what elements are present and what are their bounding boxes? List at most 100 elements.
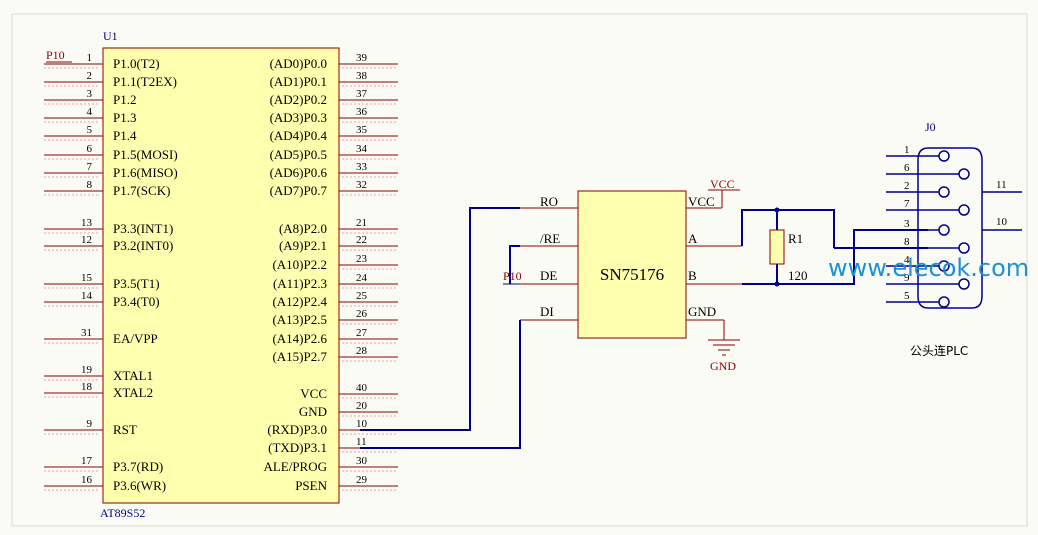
wire-a-top xyxy=(741,209,835,248)
mcu-part: AT89S52 xyxy=(100,506,145,520)
tx-pin-a: A xyxy=(688,231,698,246)
mcu-right-pin-label: (AD4)P0.4 xyxy=(270,128,328,143)
mcu-right-pin-label: (A10)P2.2 xyxy=(272,257,327,272)
resistor-r1[interactable] xyxy=(769,229,785,265)
mcu-left-pin-number: 15 xyxy=(81,272,93,284)
connector-pin-number: 8 xyxy=(904,236,910,248)
mcu-right-pin-number: 25 xyxy=(356,290,368,302)
mcu-right-pin-number: 34 xyxy=(356,143,368,155)
mcu-left-pin-number: 8 xyxy=(87,179,93,191)
mcu-left-pin-number: 1 xyxy=(87,52,93,64)
mcu-left-pin-label: P1.5(MOSI) xyxy=(113,147,178,162)
mcu-right-pin-number: 37 xyxy=(356,88,368,100)
mcu-right-pin-label: PSEN xyxy=(295,478,327,493)
mcu-right-pin-label: (AD0)P0.0 xyxy=(270,56,327,71)
transceiver-net-p10-label: P10 xyxy=(503,269,522,283)
mcu-right-pin-number: 27 xyxy=(356,327,368,339)
connector-pin-number: 4 xyxy=(904,254,910,266)
junction-a xyxy=(774,207,780,213)
connector-pin-number: 1 xyxy=(904,144,910,156)
tx-pin-de: DE xyxy=(540,268,557,283)
resistor-ref: R1 xyxy=(788,231,803,246)
mcu-right-pins: 39(AD0)P0.038(AD1)P0.137(AD2)P0.236(AD3)… xyxy=(263,52,398,493)
gnd-label: GND xyxy=(710,359,736,373)
vcc-label: VCC xyxy=(710,177,735,191)
mcu-right-pin-label: (A9)P2.1 xyxy=(279,238,327,253)
wires-uart xyxy=(360,207,521,449)
mcu-left-pin-label: P1.1(T2EX) xyxy=(113,74,177,89)
transceiver-left-pins: RO /RE DE DI xyxy=(520,194,578,321)
wire-txd-di xyxy=(360,320,521,449)
mcu-right-pin-number: 11 xyxy=(356,436,367,448)
mcu-right-pin-number: 20 xyxy=(356,400,368,412)
mcu-right-pin-label: GND xyxy=(299,404,327,419)
mcu-right-pin-label: (AD3)P0.3 xyxy=(270,110,327,125)
mcu-left-pin-number: 9 xyxy=(87,418,93,430)
transceiver-right-pins: VCC A B GND xyxy=(686,194,742,321)
mcu-right-pin-number: 30 xyxy=(356,455,368,467)
mcu-right-pin-label: (AD5)P0.5 xyxy=(270,147,327,162)
mcu-right-pin-number: 23 xyxy=(356,253,368,265)
mcu-right-pin-number: 26 xyxy=(356,308,368,320)
transceiver-body[interactable] xyxy=(577,190,687,339)
mcu-right-pin-label: (AD1)P0.1 xyxy=(270,74,327,89)
connector-pin-socket xyxy=(938,150,950,162)
mcu-left-pin-label: P1.4 xyxy=(113,128,137,143)
mcu-right-pin-number: 24 xyxy=(356,272,368,284)
mcu-left-pin-number: 18 xyxy=(81,381,93,393)
mcu-left-pin-number: 19 xyxy=(81,364,93,376)
mcu-left-pin-label: P1.2 xyxy=(113,92,136,107)
connector-pin-socket xyxy=(938,224,950,236)
tx-pin-vcc: VCC xyxy=(688,194,715,209)
mcu-right-pin-number: 40 xyxy=(356,382,368,394)
mcu-left-pin-label: P1.0(T2) xyxy=(113,56,160,71)
resistor-value: 120 xyxy=(788,268,808,283)
mcu-right-pin-label: (TXD)P3.1 xyxy=(268,440,327,455)
connector-pin-11: 11 xyxy=(996,179,1007,191)
mcu-left-pin-label: P1.7(SCK) xyxy=(113,183,170,198)
connector-pin-number: 2 xyxy=(904,180,910,192)
mcu-right-pin-label: (AD6)P0.6 xyxy=(270,165,328,180)
mcu-left-pin-label: P3.2(INT0) xyxy=(113,238,173,253)
connector-pin-number: 9 xyxy=(904,272,910,284)
mcu-left-pin-label: P3.4(T0) xyxy=(113,294,160,309)
mcu-right-pin-number: 22 xyxy=(356,234,367,246)
tx-pin-di: DI xyxy=(540,304,554,319)
transceiver-name: SN75176 xyxy=(600,265,664,284)
mcu-left-pin-label: XTAL1 xyxy=(113,368,153,383)
connector-pin-number: 7 xyxy=(904,198,910,210)
tx-pin-gnd: GND xyxy=(688,304,716,319)
mcu-left-pin-number: 4 xyxy=(87,106,93,118)
mcu-right-pin-label: (A15)P2.7 xyxy=(272,349,327,364)
mcu-body[interactable] xyxy=(102,47,340,504)
mcu-right-pin-label: VCC xyxy=(300,386,327,401)
mcu-left-pin-number: 6 xyxy=(87,143,93,155)
tx-pin-ro: RO xyxy=(540,194,558,209)
mcu-left-pin-number: 12 xyxy=(81,234,92,246)
mcu-right-pin-number: 33 xyxy=(356,161,368,173)
connector-pin-socket xyxy=(938,260,950,272)
junction-b xyxy=(774,281,780,287)
mcu-right-pin-label: (A8)P2.0 xyxy=(279,221,327,236)
mcu-left-pin-number: 16 xyxy=(81,474,93,486)
mcu-right-pin-number: 28 xyxy=(356,345,368,357)
mcu-right-pin-number: 32 xyxy=(356,179,367,191)
wire-re-de xyxy=(509,245,520,284)
tx-pin-b: B xyxy=(688,268,697,283)
connector-caption: 公头连PLC xyxy=(910,343,968,358)
mcu-right-pin-number: 36 xyxy=(356,106,368,118)
connector-pin-socket xyxy=(958,242,970,254)
mcu-right-pin-label: (RXD)P3.0 xyxy=(267,422,327,437)
wire-rxd-ro xyxy=(360,207,520,431)
mcu-right-pin-number: 35 xyxy=(356,124,368,136)
mcu-right-pin-number: 29 xyxy=(356,474,368,486)
mcu-right-pin-number: 38 xyxy=(356,70,368,82)
mcu-left-pin-number: 17 xyxy=(81,455,93,467)
connector-pin-socket xyxy=(958,168,970,180)
mcu-left-pin-number: 5 xyxy=(87,124,93,136)
mcu-ref: U1 xyxy=(103,29,118,43)
mcu-left-pin-label: P1.6(MISO) xyxy=(113,165,178,180)
